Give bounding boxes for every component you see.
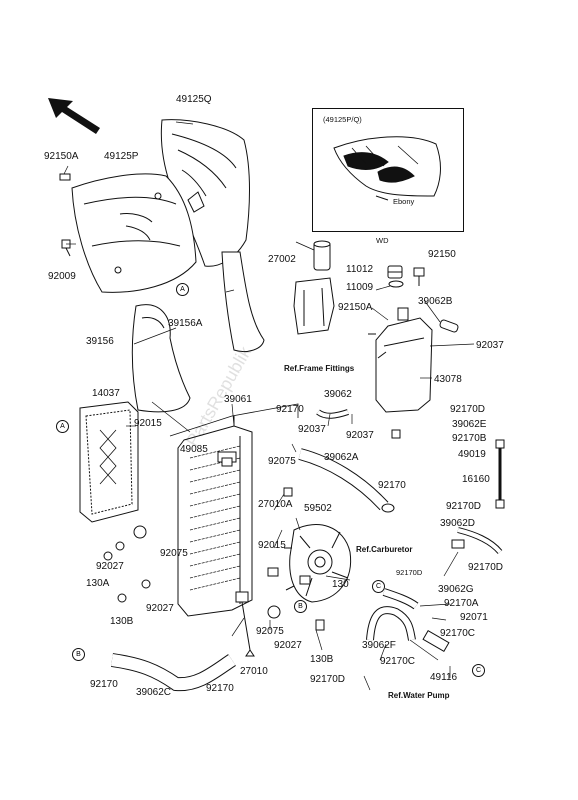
part-label: 92071 [460,612,488,623]
inset-panel: (49125P/Q) Ebony [312,108,464,232]
part-label: 92170B [452,433,487,444]
part-label: 92170 [276,404,304,415]
part-label: 39062G [438,584,474,595]
bracket-27010 [235,591,255,657]
callout-c-upper: C [372,580,385,593]
inset-title: (49125P/Q) [323,115,362,124]
part-label: 39156 [86,336,114,347]
leader-lines [63,121,475,691]
inset-color-label: Ebony [393,197,415,206]
part-label: 92170A [444,598,479,609]
part-label: 92170C [380,656,416,667]
part-label: 92150 [428,249,456,260]
callout-a-shroud: A [176,283,189,296]
part-label: 49125Q [176,94,212,105]
part-label: 49125P [104,151,139,162]
part-label: 92027 [96,561,124,572]
part-label: 92037 [346,430,374,441]
callout-b-radiator: B [294,600,307,613]
inset-shroud-drawing [333,136,441,201]
part-label: 92170D [450,404,486,415]
shroud-49125p [71,173,197,293]
part-label: 92027 [146,603,174,614]
part-label: 14037 [92,388,120,399]
part-label: 39062B [418,296,453,307]
grommets-lower [103,429,401,631]
part-label: 130B [310,654,334,665]
ref-water-pump: Ref.Water Pump [388,691,450,700]
part-label: 92075 [268,456,296,467]
part-label: 11009 [346,282,374,293]
cap-27002 [293,240,335,335]
part-label: 39062C [136,687,172,698]
part-label: 92037 [476,340,504,351]
part-label: 130B [110,616,134,627]
reservoir-43078 [368,307,433,413]
part-label: 92037 [298,424,326,435]
part-label: 92150A [44,151,79,162]
front-arrow-icon [48,98,100,134]
part-label: 92170D [310,674,346,685]
part-label: 39062D [440,518,476,529]
part-label: 92170C [440,628,476,639]
part-label: 39062 [324,389,352,400]
hose-39062D [451,527,503,555]
part-label: 130A [86,578,110,589]
part-label: 11012 [346,264,374,275]
part-label: 92170 [90,679,118,690]
part-label: 27010 [240,666,268,677]
part-label: 27010A [258,499,293,510]
pad-39156 [131,304,191,413]
callout-b-hose: B [72,648,85,661]
part-label: 27002 [268,254,296,265]
grille-14037 [79,401,139,523]
part-label: 92170 [206,683,234,694]
hose-39062C [110,653,236,692]
ref-carburetor: Ref.Carburetor [356,545,413,554]
part-label: 92150A [338,302,373,313]
ref-frame-fittings: Ref.Frame Fittings [284,364,355,373]
part-label: 92075 [160,548,188,559]
part-label: 49085 [180,444,208,455]
pipe-49116 [422,629,450,653]
part-label: 92015 [258,540,286,551]
part-label: 92027 [274,640,302,651]
part-label: 49019 [458,449,486,460]
part-label: 39061 [224,394,252,405]
hose-39062A [298,448,395,513]
hose-39062F [366,606,416,641]
part-label: 39156A [168,318,203,329]
hose-39062 [316,409,349,419]
part-label: 49116 [430,672,458,683]
part-label: 92015 [134,418,162,429]
pad-39156A [221,251,265,353]
callout-c-lower: C [472,664,485,677]
part-label: 92170D [396,568,423,577]
part-label: 39062E [452,419,487,430]
part-label: 39062F [362,640,396,651]
hose-39062B [439,319,459,333]
part-label: 43078 [434,374,462,385]
radiator-39061 [169,403,299,617]
part-label: 59502 [304,503,332,514]
part-label: 92170D [446,501,482,512]
cap-11012 [387,265,404,288]
part-label: 92170 [378,480,406,491]
part-label: 130 [332,579,349,590]
inset-caption: WD [376,236,389,245]
hose-39062G [382,588,419,610]
pipe-16160 [495,439,505,509]
part-label: 92170D [468,562,504,573]
part-label: 92009 [48,271,76,282]
bolt-92150 [413,267,425,286]
part-label: 39062A [324,452,359,463]
part-label: 16160 [462,474,490,485]
callout-a-grille: A [56,420,69,433]
part-label: 92075 [256,626,284,637]
